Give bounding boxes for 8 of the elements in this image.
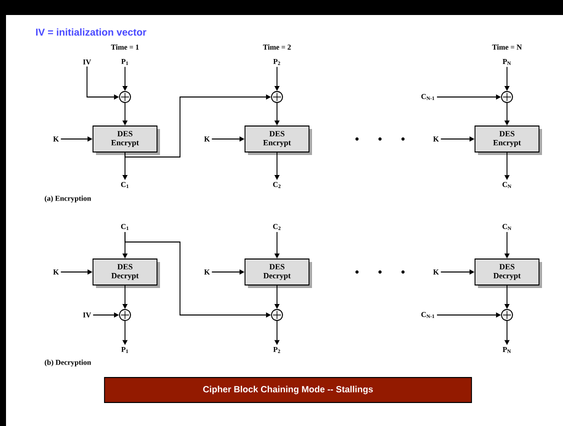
xor-symbol [119,91,131,103]
banner: Cipher Block Chaining Mode -- Stallings [104,377,472,403]
title: IV = initialization vector [36,28,146,36]
xor-symbol [501,91,513,103]
xor-symbol [271,309,283,321]
xor-symbol [501,309,513,321]
xor-symbol [119,309,131,321]
xor-symbol [271,91,283,103]
